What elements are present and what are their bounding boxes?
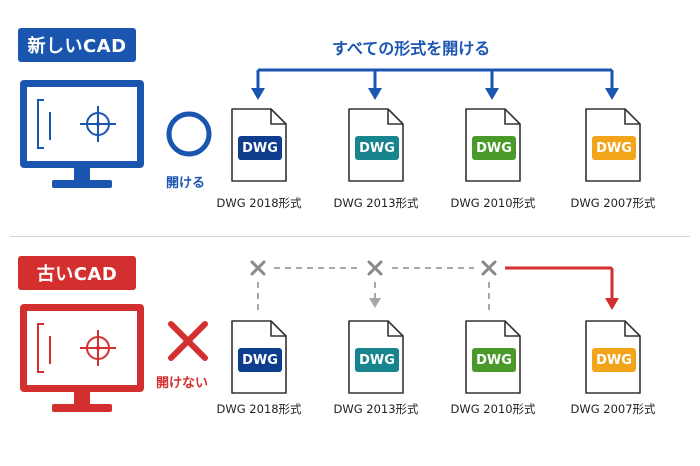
old-cad-label: 古いCAD: [18, 256, 136, 290]
old-cad-monitor-icon: [20, 304, 144, 412]
new-cad-monitor-icon: [20, 80, 144, 188]
cross-icon: [168, 321, 208, 361]
new-file-caption: DWG 2007形式: [570, 196, 656, 210]
old-file-1: DWG: [229, 318, 289, 396]
new-cad-status: 開ける: [166, 176, 206, 191]
dwg-badge: DWG: [355, 136, 399, 160]
old-file-3: DWG: [463, 318, 523, 396]
new-cad-label: 新しいCAD: [18, 28, 136, 62]
gray-cross-icon: [250, 260, 497, 276]
old-file-caption: DWG 2013形式: [333, 402, 419, 416]
new-file-caption: DWG 2018形式: [216, 196, 302, 210]
old-file-caption: DWG 2018形式: [216, 402, 302, 416]
dwg-badge: DWG: [592, 348, 636, 372]
dwg-badge: DWG: [355, 348, 399, 372]
old-cad-status: 開けない: [156, 376, 209, 391]
dwg-badge: DWG: [472, 136, 516, 160]
dwg-badge: DWG: [592, 136, 636, 160]
new-file-caption: DWG 2013形式: [333, 196, 419, 210]
section-divider: [10, 236, 690, 237]
old-file-caption: DWG 2007形式: [570, 402, 656, 416]
new-file-2: DWG: [346, 106, 406, 184]
dwg-badge: DWG: [238, 348, 282, 372]
old-file-2: DWG: [346, 318, 406, 396]
dwg-badge: DWG: [238, 136, 282, 160]
new-file-caption: DWG 2010形式: [450, 196, 536, 210]
new-file-3: DWG: [463, 106, 523, 184]
new-cad-heading: すべての形式を開ける: [332, 39, 491, 58]
old-file-4: DWG: [583, 318, 643, 396]
dwg-badge: DWG: [472, 348, 516, 372]
new-file-1: DWG: [229, 106, 289, 184]
circle-icon: [166, 111, 212, 157]
new-file-4: DWG: [583, 106, 643, 184]
old-file-caption: DWG 2010形式: [450, 402, 536, 416]
